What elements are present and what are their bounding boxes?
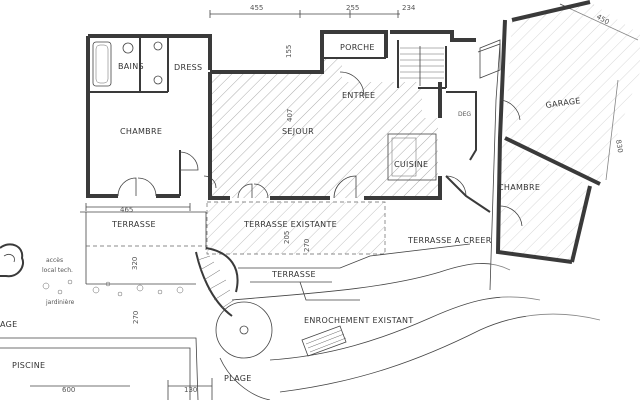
label-porche: PORCHE — [340, 43, 375, 52]
dim-205: 205 — [283, 231, 291, 244]
label-terrasse-left: TERRASSE — [111, 220, 156, 229]
label-chambre-right: CHAMBRE — [498, 183, 540, 192]
label-terrasse-existante: TERRASSE EXISTANTE — [243, 220, 337, 229]
garden-stairs — [301, 325, 347, 357]
dim-270a: 270 — [132, 311, 140, 324]
room-labels: BAINS DRESS CHAMBRE PORCHE ENTREE SEJOUR… — [0, 43, 581, 383]
label-sejour: SEJOUR — [282, 127, 314, 136]
label-piscine: PISCINE — [12, 361, 45, 370]
label-deg: DEG — [458, 111, 471, 118]
label-terrasse-center: TERRASSE — [271, 270, 316, 279]
rubble-texture — [42, 279, 184, 297]
terrace-lines — [0, 201, 601, 400]
main-block-walls — [208, 30, 491, 213]
dim-155: 155 — [285, 45, 293, 58]
spiral-steps — [197, 255, 235, 309]
label-jardiniere: jardinière — [45, 299, 75, 306]
label-dress: DRESS — [174, 63, 202, 72]
label-terrasse-a-creer: TERRASSE A CREER — [407, 236, 492, 245]
dim-830: 830 — [614, 139, 624, 154]
dim-255: 255 — [346, 4, 359, 12]
hatched-areas — [207, 2, 640, 262]
label-local-tech: local tech. — [42, 267, 73, 274]
dim-234: 234 — [402, 4, 416, 12]
dim-600: 600 — [62, 386, 75, 394]
dim-270b: 270 — [303, 239, 311, 252]
label-plage: PLAGE — [224, 374, 252, 383]
pool-area — [0, 337, 213, 400]
dimension-lines — [30, 3, 639, 387]
label-acces: accès — [46, 257, 63, 264]
dim-130: 130 — [184, 386, 197, 394]
label-plage-left: AGE — [0, 320, 18, 329]
dim-455: 455 — [250, 4, 263, 12]
garage-sheet — [477, 0, 640, 400]
dimension-labels: 455 255 234 450 155 407 465 320 270 205 … — [62, 4, 624, 394]
label-enrochement: ENROCHEMENT EXISTANT — [304, 316, 414, 325]
label-cuisine: CUISINE — [394, 160, 428, 169]
staircase — [400, 46, 444, 86]
left-wing-walls — [86, 34, 217, 198]
dim-320: 320 — [131, 257, 139, 270]
label-bains: BAINS — [118, 62, 144, 71]
dim-407: 407 — [286, 109, 294, 122]
label-entree: ENTREE — [342, 91, 375, 100]
dim-465: 465 — [120, 206, 133, 214]
label-chambre-left: CHAMBRE — [120, 127, 162, 136]
